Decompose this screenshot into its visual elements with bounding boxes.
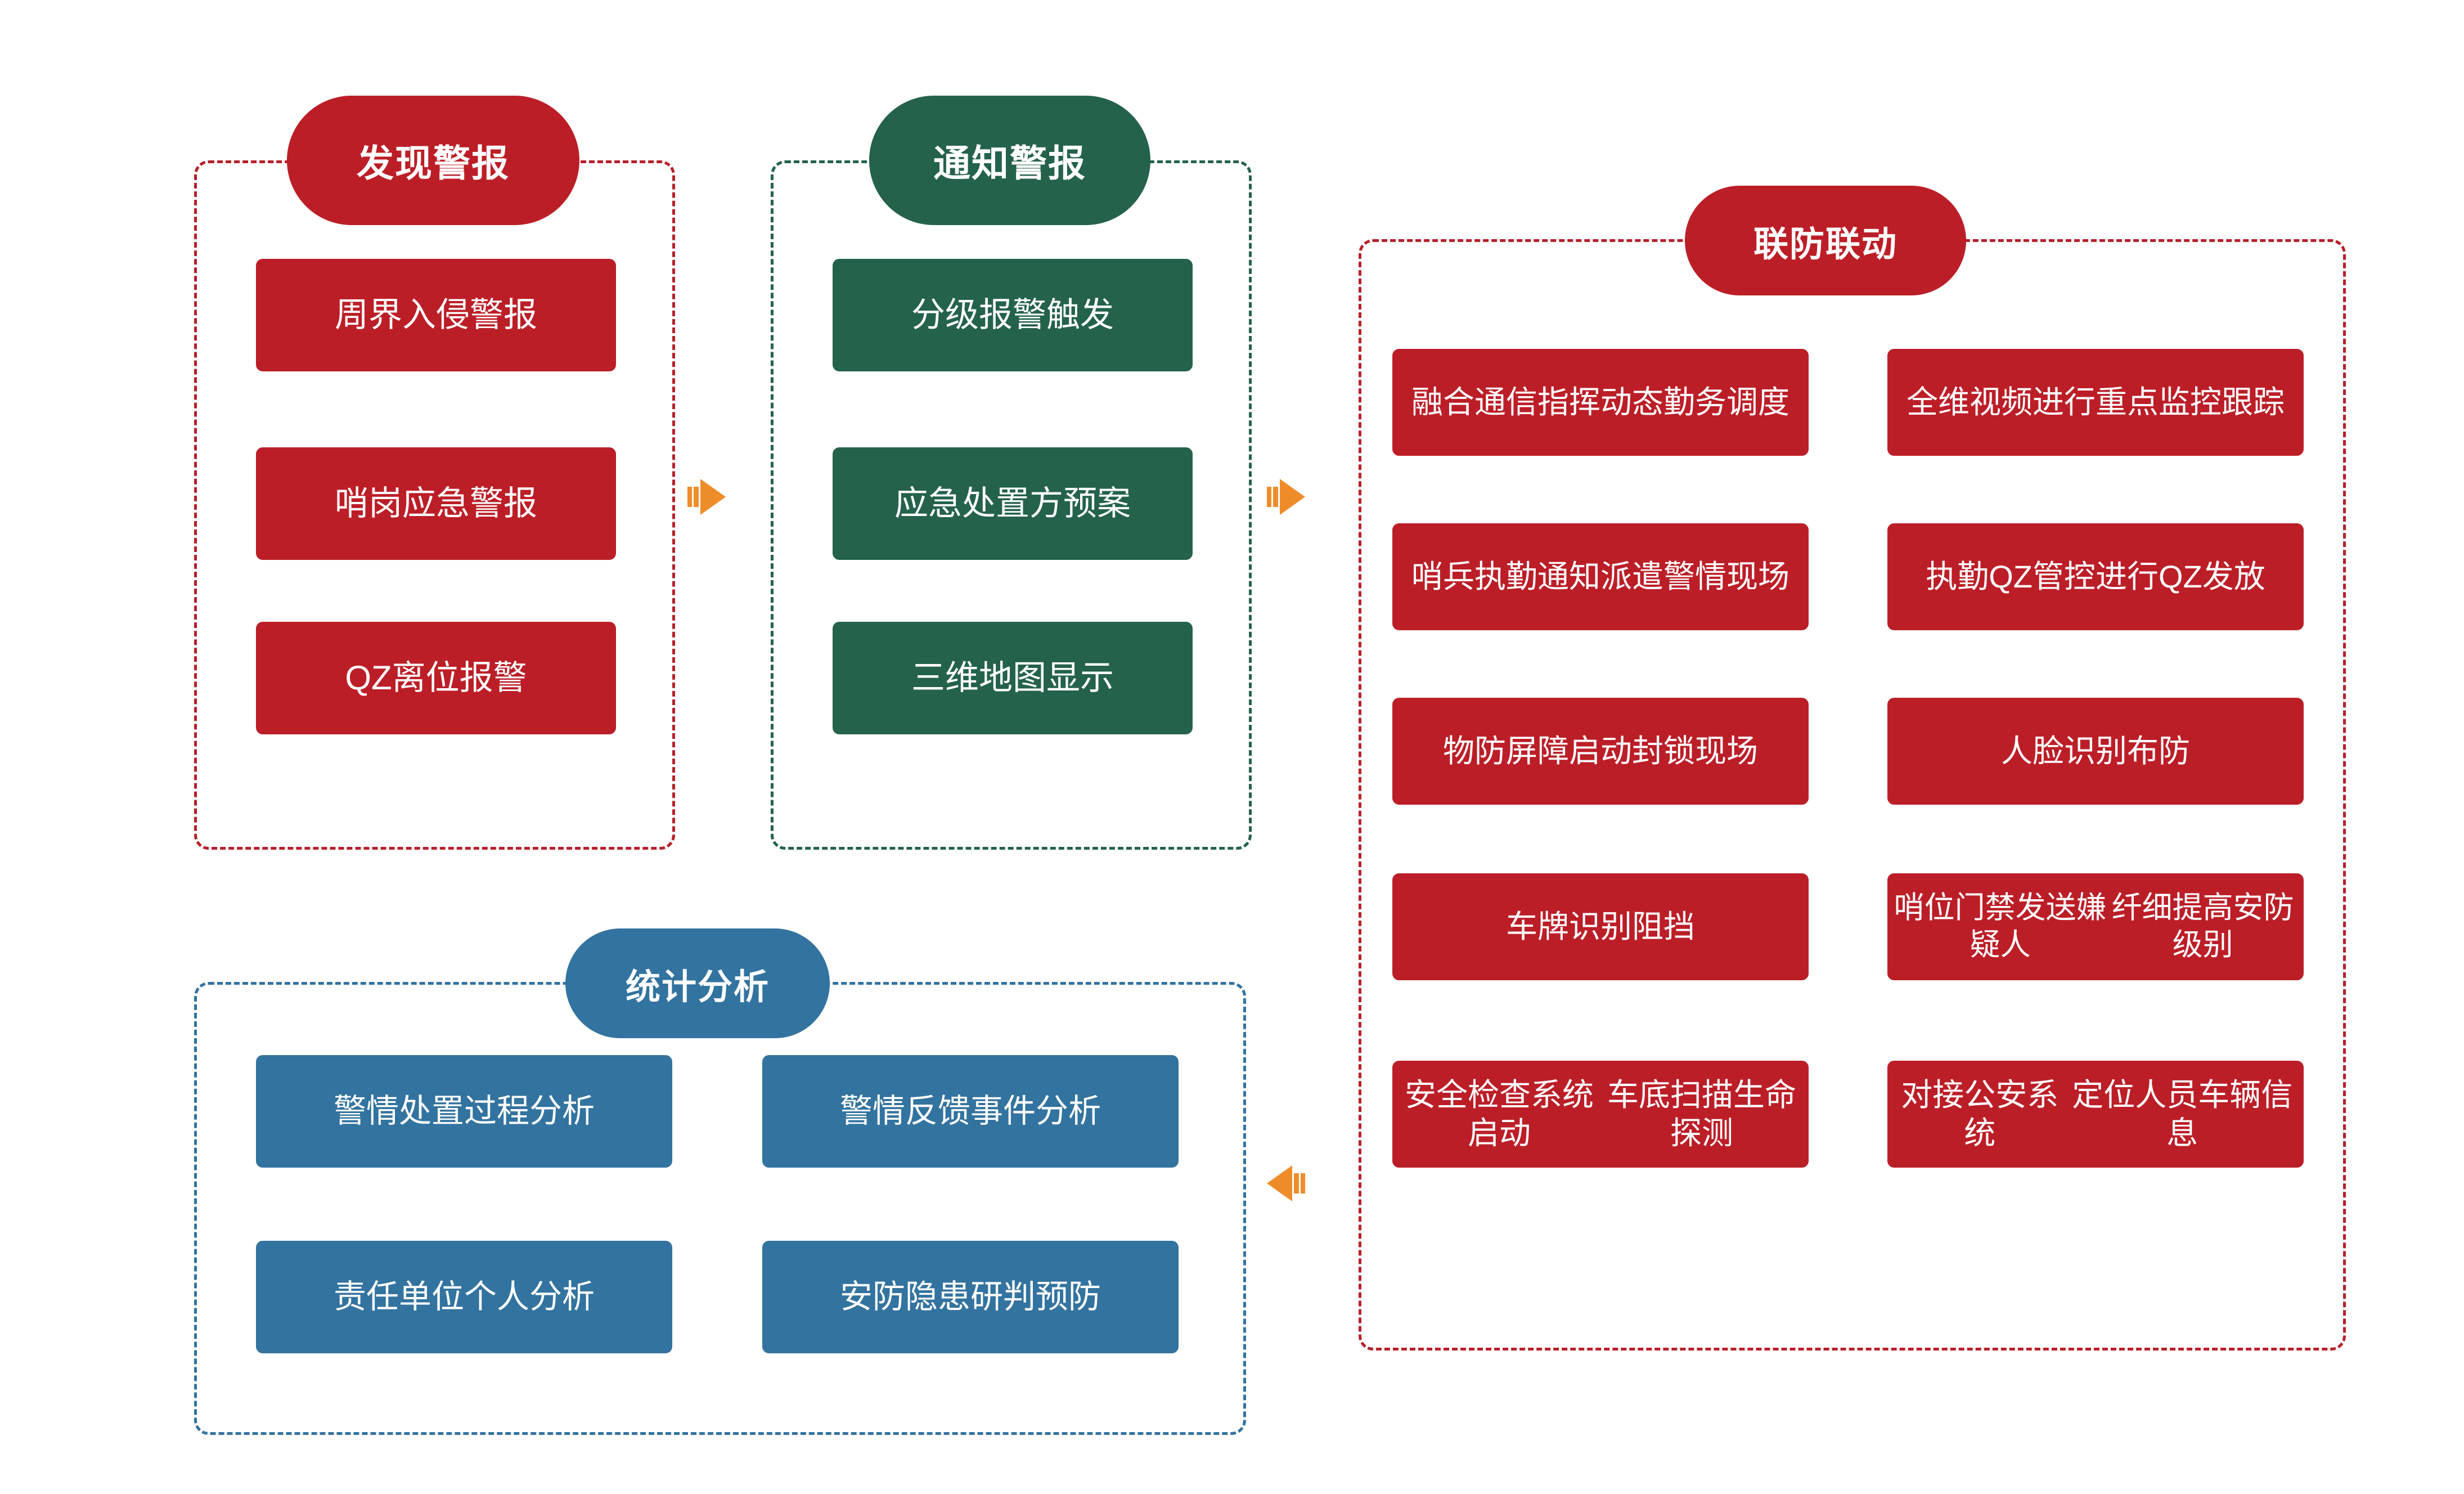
item-line: 物防屏障启动: [1443, 733, 1632, 769]
item-box-qz-offpost-alarm[interactable]: QZ离位报警: [256, 622, 616, 734]
item-box-alarm-feedback-event-analysis[interactable]: 警情反馈事件分析: [762, 1055, 1179, 1168]
item-line: 定位人员车辆信息: [2072, 1076, 2293, 1151]
arrow-right-icon-discover-to-notify: [686, 475, 727, 518]
item-box-graded-alarm-trigger[interactable]: 分级报警触发: [833, 259, 1193, 371]
item-line: 动态勤务调度: [1600, 384, 1789, 420]
item-line: 融合通信指挥: [1411, 384, 1600, 420]
panel-header-discover-alarm[interactable]: 发现警报: [287, 96, 579, 225]
item-box-police-system-integration[interactable]: 对接公安系统 定位人员车辆信息: [1887, 1061, 2304, 1168]
item-box-security-risk-prevention[interactable]: 安防隐患研判预防: [762, 1241, 1179, 1353]
item-box-alarm-handling-process-analysis[interactable]: 警情处置过程分析: [256, 1055, 672, 1168]
panel-statistical-analysis: [194, 982, 1246, 1435]
item-line: 纤细提高安防级别: [2111, 891, 2294, 962]
item-box-emergency-response-plan[interactable]: 应急处置方预案: [833, 447, 1193, 560]
arrow-right-icon-notify-to-joint: [1266, 475, 1306, 518]
item-box-face-recognition-defense[interactable]: 人脸识别布防: [1887, 698, 2304, 805]
arrow-left-icon-joint-to-stats: [1266, 1162, 1306, 1205]
item-box-plate-recognition-block[interactable]: 车牌识别阻挡: [1392, 873, 1809, 980]
item-box-post-access-suspect[interactable]: 哨位门禁发送嫌疑人 纤细提高安防级别: [1887, 873, 2304, 980]
item-line: 执勤QZ管控: [1926, 558, 2096, 594]
item-box-security-check-system[interactable]: 安全检查系统启动 车底扫描生命探测: [1392, 1061, 1809, 1168]
item-box-duty-qz-control[interactable]: 执勤QZ管控 进行QZ发放: [1887, 523, 2304, 630]
item-line: 进行QZ发放: [2096, 558, 2265, 594]
item-box-3d-map-display[interactable]: 三维地图显示: [833, 622, 1193, 734]
panel-header-joint-defense[interactable]: 联防联动: [1685, 186, 1966, 295]
item-line: 车底扫描生命探测: [1607, 1076, 1796, 1151]
item-line: 哨位门禁发送嫌疑人: [1894, 891, 2107, 962]
item-line: 派遣警情现场: [1600, 558, 1789, 594]
item-box-perimeter-intrusion-alarm[interactable]: 周界入侵警报: [256, 259, 616, 371]
item-line: 封锁现场: [1632, 733, 1758, 769]
item-box-responsible-unit-person-analysis[interactable]: 责任单位个人分析: [256, 1241, 672, 1353]
item-line: 重点监控跟踪: [2096, 384, 2285, 420]
panel-header-notify-alarm[interactable]: 通知警报: [869, 96, 1150, 225]
item-box-physical-barrier-activate[interactable]: 物防屏障启动 封锁现场: [1392, 698, 1809, 805]
item-box-omni-video-tracking[interactable]: 全维视频进行 重点监控跟踪: [1887, 349, 2304, 456]
item-box-sentry-duty-notice[interactable]: 哨兵执勤通知 派遣警情现场: [1392, 523, 1809, 630]
item-line: 对接公安系统: [1901, 1076, 2059, 1151]
item-line: 全维视频进行: [1907, 384, 2096, 420]
item-box-sentry-emergency-alarm[interactable]: 哨岗应急警报: [256, 447, 616, 560]
item-line: 安全检查系统启动: [1405, 1076, 1594, 1151]
panel-header-statistical-analysis[interactable]: 统计分析: [565, 928, 830, 1038]
item-line: 哨兵执勤通知: [1411, 558, 1600, 594]
item-box-fusion-comm-command[interactable]: 融合通信指挥 动态勤务调度: [1392, 349, 1809, 456]
